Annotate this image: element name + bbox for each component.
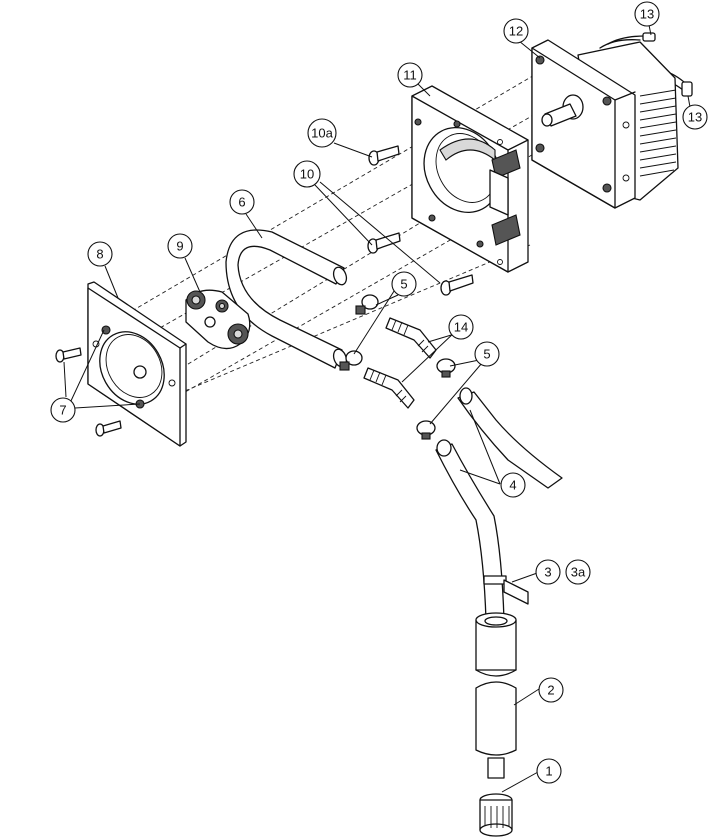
callout-9-label: 9	[176, 239, 183, 254]
screw-10a	[368, 145, 400, 166]
callout-12: 12	[503, 18, 529, 44]
callout-5-upper-label: 5	[400, 277, 407, 292]
screw-7-lower	[95, 420, 122, 437]
callout-3-label: 3	[544, 565, 551, 580]
callout-3: 3	[535, 559, 561, 585]
callout-8-label: 8	[96, 247, 103, 262]
callout-1: 1	[536, 758, 562, 784]
front-plate	[87, 281, 187, 447]
screw-10-upper	[367, 232, 401, 254]
hose-clamp-lower	[416, 420, 436, 440]
tube-lower	[435, 439, 505, 621]
callout-14: 14	[448, 314, 474, 340]
callout-10a-label: 10a	[311, 126, 333, 141]
callout-3a-label: 3a	[571, 565, 586, 580]
callout-10-label: 10	[300, 167, 314, 182]
tube-clip-lower	[339, 350, 363, 371]
callout-5-upper: 5	[391, 271, 417, 297]
callout-1-label: 1	[545, 764, 552, 779]
connector-upper	[385, 317, 437, 359]
motor-gearbox	[531, 32, 693, 209]
callout-11-label: 11	[403, 68, 417, 83]
callout-13-top-label: 13	[640, 7, 654, 22]
connector-lower	[363, 367, 415, 409]
weight-sleeve	[475, 612, 517, 756]
callout-14-label: 14	[454, 320, 468, 335]
callout-3a: 3a	[565, 559, 591, 585]
hose-clamp-upper	[436, 358, 456, 378]
callout-5-lower: 5	[474, 341, 500, 367]
tube-clip-upper	[355, 294, 379, 315]
rotor	[185, 289, 251, 350]
callout-9: 9	[167, 233, 193, 259]
callout-13-top: 13	[634, 1, 660, 27]
callout-6: 6	[229, 189, 255, 215]
callout-7-label: 7	[59, 403, 66, 418]
suction-filter	[479, 757, 513, 837]
callout-10: 10	[293, 160, 321, 188]
tag	[483, 575, 529, 605]
u-tube	[225, 229, 348, 369]
callout-4-label: 4	[509, 478, 516, 493]
callout-8: 8	[87, 241, 113, 267]
callout-11: 11	[397, 62, 423, 88]
callout-13-right: 13	[682, 104, 708, 130]
callout-5-lower-label: 5	[483, 347, 490, 362]
tube-upper	[457, 387, 563, 489]
screw-7-upper	[55, 347, 82, 363]
callout-2-label: 2	[547, 683, 554, 698]
callout-10a: 10a	[307, 118, 337, 148]
cooling-fins	[639, 89, 677, 177]
callout-7: 7	[50, 397, 76, 423]
callout-4: 4	[500, 472, 526, 498]
callout-2: 2	[538, 677, 564, 703]
pump-head-housing	[411, 85, 529, 273]
callout-6-label: 6	[238, 195, 245, 210]
screw-10-lower	[440, 274, 474, 296]
callout-12-label: 12	[509, 24, 523, 39]
leader-lines	[63, 24, 691, 793]
callout-13-right-label: 13	[688, 110, 702, 125]
